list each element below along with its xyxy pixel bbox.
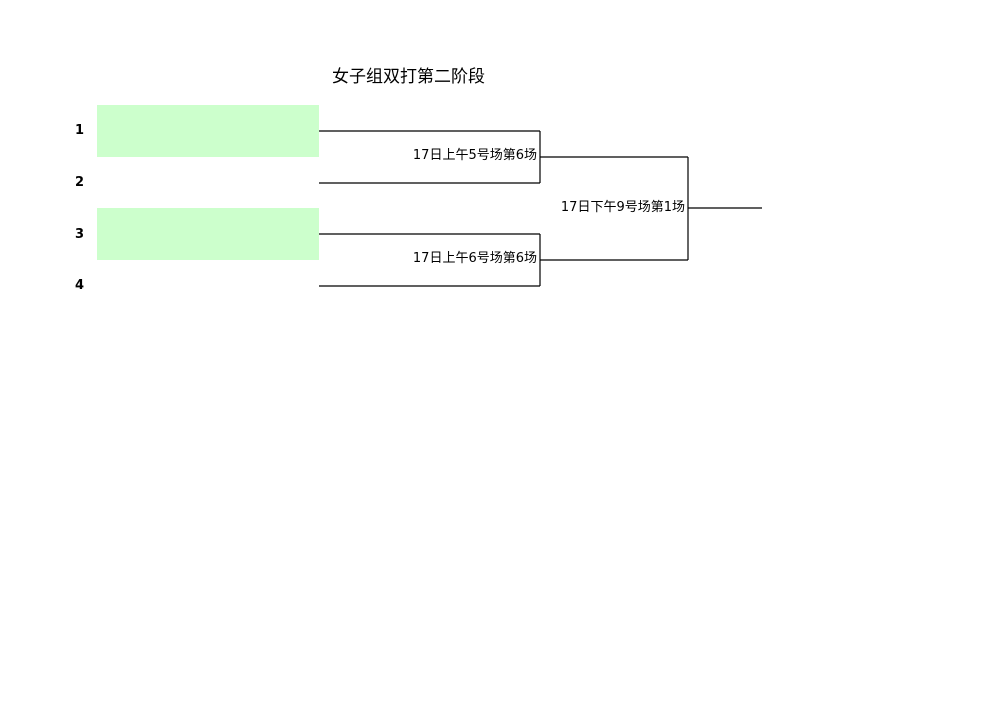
seed-number-2: 2 (75, 175, 85, 190)
player-slot-3 (97, 208, 319, 260)
seed-number-3: 3 (75, 227, 85, 242)
seed-number-1: 1 (75, 123, 85, 138)
match-label-semifinal-1: 17日上午5号场第6场 (412, 148, 537, 163)
seed-number-4: 4 (75, 278, 85, 293)
match-label-semifinal-2: 17日上午6号场第6场 (412, 251, 537, 266)
player-slot-1 (97, 105, 319, 157)
bracket-title: 女子组双打第二阶段 (332, 67, 485, 87)
match-label-final: 17日下午9号场第1场 (560, 200, 685, 215)
